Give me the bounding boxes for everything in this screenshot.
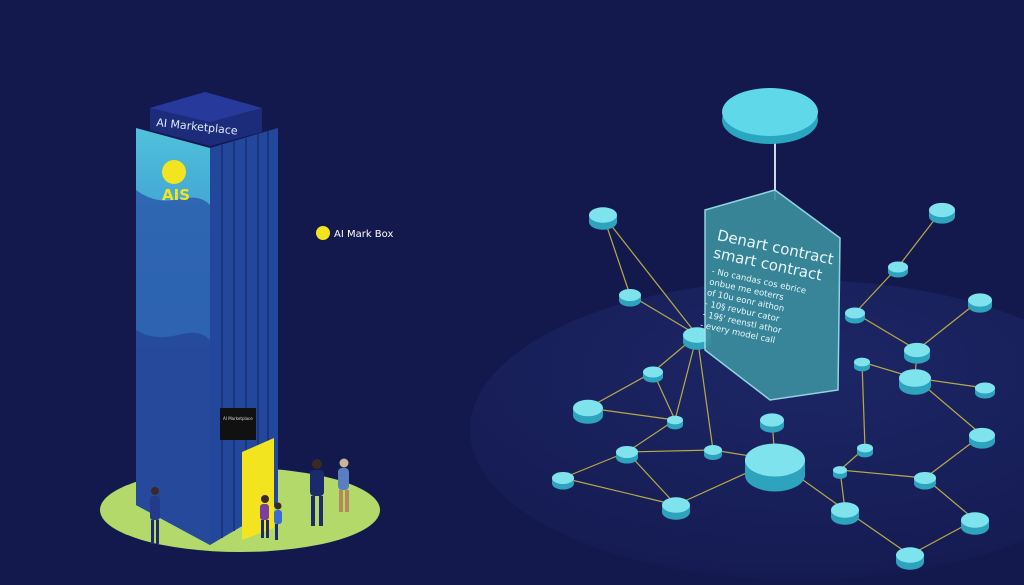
tower-door	[242, 438, 274, 540]
network-node	[760, 413, 784, 433]
facade-label: AIS	[162, 186, 190, 204]
network-node	[745, 443, 805, 492]
network-edge	[854, 312, 918, 351]
network-node	[616, 445, 638, 464]
tower-plaque	[220, 408, 256, 440]
tower	[136, 92, 278, 545]
network-platform	[470, 280, 1024, 580]
network-node	[643, 366, 663, 383]
network-node	[914, 471, 936, 490]
network-node	[573, 399, 603, 424]
people	[150, 458, 349, 544]
network-node	[833, 466, 847, 479]
yellow-coin-icon	[316, 226, 330, 240]
network-node	[683, 327, 711, 350]
network-edge	[626, 449, 714, 453]
network-node	[968, 293, 992, 313]
network-node	[904, 342, 930, 364]
tower-side-face	[210, 128, 278, 545]
top-disc	[722, 88, 818, 144]
sun-logo-icon	[162, 160, 186, 184]
network-node	[854, 357, 870, 372]
network-node	[589, 207, 617, 230]
network-edge	[626, 419, 676, 453]
network-node	[704, 445, 722, 460]
network-node	[831, 502, 859, 525]
network-edge	[696, 334, 714, 451]
badge-label: AI Mark Box	[334, 229, 393, 240]
network-nodes	[552, 202, 995, 570]
network-edge	[629, 294, 698, 336]
network-node	[899, 369, 931, 395]
network-edge	[839, 469, 926, 479]
network-node	[662, 497, 690, 520]
plaque-text: AI Marketplace	[223, 416, 253, 421]
network-node	[888, 261, 908, 278]
network-node	[896, 547, 924, 570]
network-node	[552, 471, 574, 490]
network-node	[857, 443, 873, 458]
network-edge	[602, 214, 698, 336]
network-node	[961, 512, 989, 535]
network-node	[969, 427, 995, 449]
network-edge	[562, 477, 677, 506]
network-edge	[587, 371, 654, 409]
network-node	[619, 288, 641, 307]
network-node	[975, 382, 995, 399]
network-edge	[861, 361, 866, 449]
network-node	[929, 202, 955, 224]
network-node	[667, 415, 683, 430]
smart-contract-panel: Denart contract smart contract - No cand…	[699, 189, 841, 401]
network-node	[845, 307, 865, 324]
